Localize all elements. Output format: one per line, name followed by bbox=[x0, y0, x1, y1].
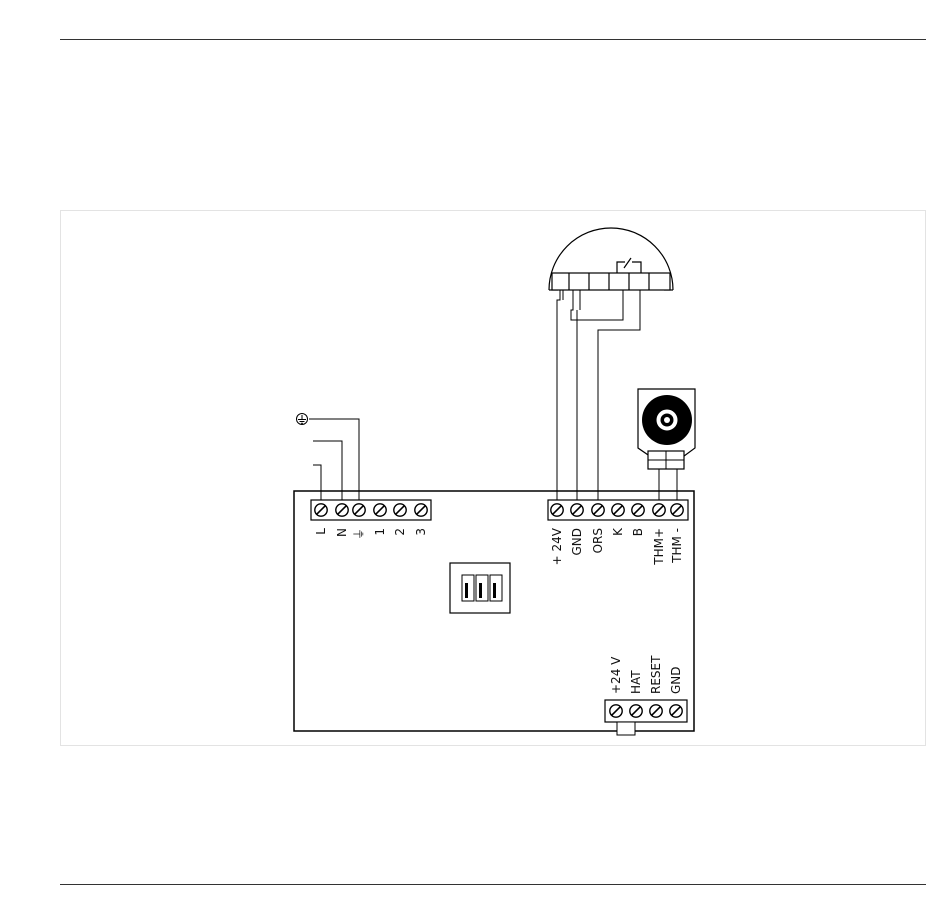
bottom-terminal-screw bbox=[610, 705, 622, 717]
bottom-terminal-label: HAT bbox=[629, 670, 643, 694]
mains-wires bbox=[309, 419, 359, 500]
mains-terminal-screw bbox=[353, 504, 365, 516]
dome-sensor bbox=[549, 228, 673, 290]
sensor-terminal-screw bbox=[632, 504, 644, 516]
sensor-wires bbox=[557, 290, 640, 500]
controller-board bbox=[294, 491, 694, 731]
sensor-terminal-label: K bbox=[611, 527, 625, 536]
sensor-terminal-screw bbox=[551, 504, 563, 516]
thermostat-wires bbox=[659, 469, 677, 500]
bottom-terminal-label: +24 V bbox=[609, 656, 623, 694]
sensor-terminal-block bbox=[548, 500, 688, 520]
sensor-terminal-label: B bbox=[631, 528, 645, 536]
sensor-terminal-label: GND bbox=[570, 528, 584, 556]
thermostat-device bbox=[638, 389, 695, 469]
sensor-terminal-label: THM - bbox=[670, 528, 684, 564]
mains-terminal-screw bbox=[374, 504, 386, 516]
sensor-terminal-label: ORS bbox=[591, 528, 605, 553]
dip-switch bbox=[450, 563, 510, 613]
sensor-terminal-screw bbox=[653, 504, 665, 516]
mains-terminal-screw bbox=[336, 504, 348, 516]
bottom-terminal-label: RESET bbox=[649, 655, 663, 694]
mains-terminal-label: L bbox=[314, 528, 328, 535]
sensor-terminal-label: + 24V bbox=[550, 527, 564, 565]
sensor-terminal-screw bbox=[671, 504, 683, 516]
bottom-terminal-screw bbox=[670, 705, 682, 717]
mains-terminal-screw bbox=[315, 504, 327, 516]
mains-terminal-label: 2 bbox=[393, 528, 407, 536]
mains-terminal-label: 1 bbox=[373, 528, 387, 536]
bottom-terminal-block bbox=[605, 700, 687, 735]
mains-terminal-label: 3 bbox=[414, 528, 428, 536]
bottom-terminal-label: GND bbox=[669, 666, 683, 694]
mains-terminal-block bbox=[311, 500, 431, 520]
bottom-terminal-screw bbox=[650, 705, 662, 717]
bottom-terminal-labels: +24 V HAT RESET GND bbox=[609, 655, 683, 694]
mains-terminal-label: N bbox=[335, 528, 349, 537]
mains-terminal-screw bbox=[415, 504, 427, 516]
sensor-terminal-label: THM+ bbox=[652, 528, 666, 566]
sensor-terminal-screw bbox=[612, 504, 624, 516]
earth-symbol bbox=[297, 414, 308, 425]
sensor-terminal-screw bbox=[592, 504, 604, 516]
sensor-terminal-screw bbox=[571, 504, 583, 516]
bottom-terminal-screw bbox=[630, 705, 642, 717]
mains-terminal-label: ⏚ bbox=[352, 528, 366, 540]
mains-terminal-screw bbox=[394, 504, 406, 516]
